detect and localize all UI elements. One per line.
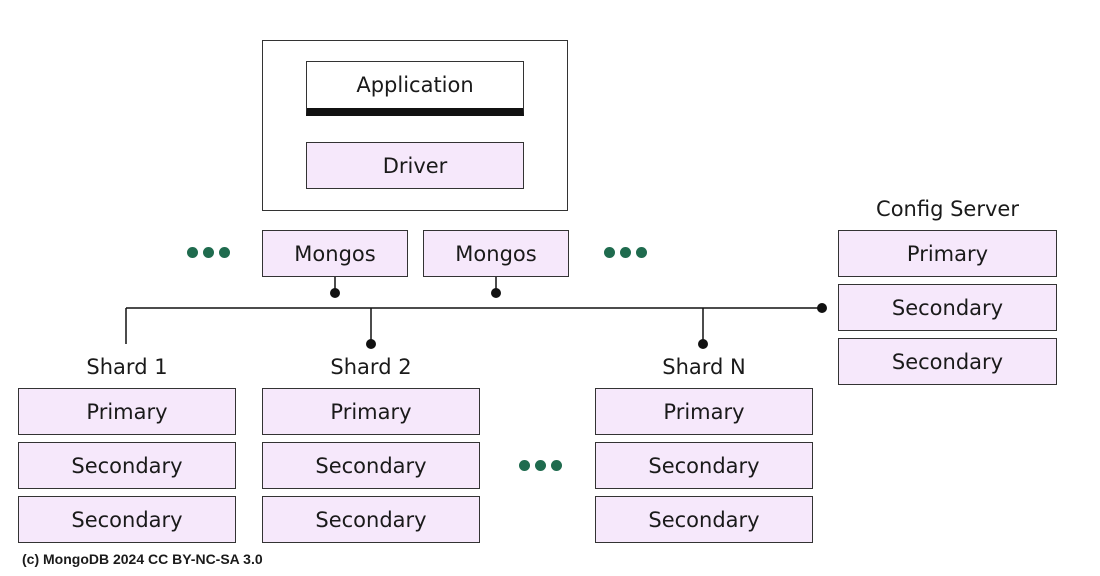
- shard-n-connector-dot: [698, 339, 708, 349]
- shard-n-primary: Primary: [595, 388, 813, 435]
- shard-1-primary: Primary: [18, 388, 236, 435]
- config-server-secondary-2: Secondary: [838, 338, 1057, 385]
- mongos-router-2: Mongos: [423, 230, 569, 277]
- mongos-router-1: Mongos: [262, 230, 408, 277]
- config-server-primary: Primary: [838, 230, 1057, 277]
- driver-box: Driver: [306, 142, 524, 189]
- shard-2-connector-dot: [366, 339, 376, 349]
- shard-2-secondary-2: Secondary: [262, 496, 480, 543]
- shard-n-primary-label: Primary: [663, 399, 745, 424]
- application-box: Application: [306, 61, 524, 116]
- config-server-primary-label: Primary: [906, 241, 989, 266]
- mongos-2-connector-dot: [491, 288, 501, 298]
- shard-n-title: Shard N: [662, 355, 746, 379]
- config-server-secondary-1: Secondary: [838, 284, 1057, 331]
- mongos-1-connector-dot: [330, 288, 340, 298]
- shard-2-primary-label: Primary: [330, 399, 412, 424]
- shards-ellipsis: [519, 460, 562, 471]
- shard-n-secondary-1: Secondary: [595, 442, 813, 489]
- mongos-right-ellipsis: [604, 247, 647, 258]
- mongos-router-2-label: Mongos: [455, 241, 537, 266]
- shard-n-secondary-1-label: Secondary: [648, 453, 760, 478]
- copyright-notice: (c) MongoDB 2024 CC BY-NC-SA 3.0: [22, 551, 263, 567]
- application-label: Application: [356, 73, 474, 97]
- shard-1-secondary-2: Secondary: [18, 496, 236, 543]
- shard-1-secondary-1: Secondary: [18, 442, 236, 489]
- shard-2-title: Shard 2: [330, 355, 412, 379]
- config-server-title: Config Server: [876, 197, 1019, 221]
- shard-1-secondary-1-label: Secondary: [71, 453, 183, 478]
- shard-n-secondary-2-label: Secondary: [648, 507, 760, 532]
- shard-2-secondary-1: Secondary: [262, 442, 480, 489]
- mongos-router-1-label: Mongos: [294, 241, 376, 266]
- shard-2-secondary-2-label: Secondary: [315, 507, 427, 532]
- config-server-secondary-2-label: Secondary: [891, 349, 1004, 374]
- shard-1-title: Shard 1: [86, 355, 168, 379]
- shard-2-secondary-1-label: Secondary: [315, 453, 427, 478]
- shard-n-secondary-2: Secondary: [595, 496, 813, 543]
- driver-label: Driver: [382, 153, 448, 178]
- config-server-secondary-1-label: Secondary: [891, 295, 1004, 320]
- mongos-left-ellipsis: [187, 247, 230, 258]
- shard-1-secondary-2-label: Secondary: [71, 507, 183, 532]
- config-server-connector-dot: [817, 303, 827, 313]
- shard-1-primary-label: Primary: [86, 399, 168, 424]
- shard-2-primary: Primary: [262, 388, 480, 435]
